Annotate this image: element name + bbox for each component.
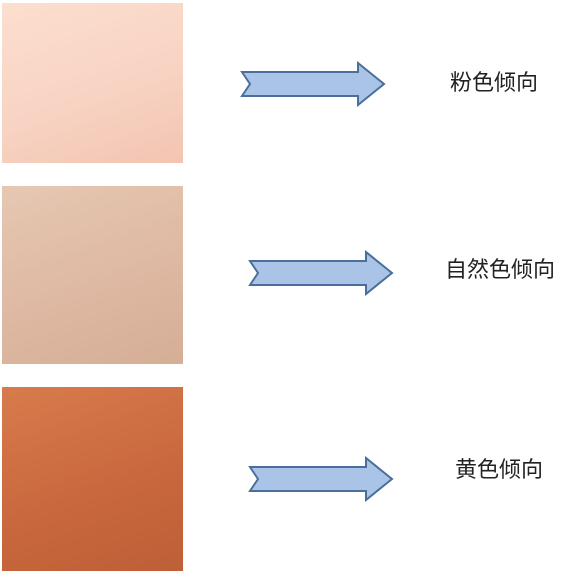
right-arrow-icon — [240, 61, 386, 107]
right-arrow-icon — [248, 456, 394, 502]
skin-tone-row-natural: 自然色倾向 — [0, 180, 578, 380]
skin-tone-row-pink: 粉色倾向 — [0, 0, 578, 180]
tone-label-natural: 自然色倾向 — [445, 258, 556, 283]
skin-swatch-pink — [2, 3, 183, 163]
skin-swatch-natural — [2, 186, 183, 364]
tone-label-yellow: 黄色倾向 — [455, 458, 544, 483]
right-arrow-icon — [248, 250, 394, 296]
tone-label-pink: 粉色倾向 — [450, 71, 539, 96]
right-arrow-shape — [248, 456, 394, 502]
right-arrow-shape — [248, 250, 394, 296]
skin-tone-row-yellow: 黄色倾向 — [0, 380, 578, 571]
right-arrow-shape — [240, 61, 386, 107]
skin-swatch-yellow — [2, 387, 183, 571]
